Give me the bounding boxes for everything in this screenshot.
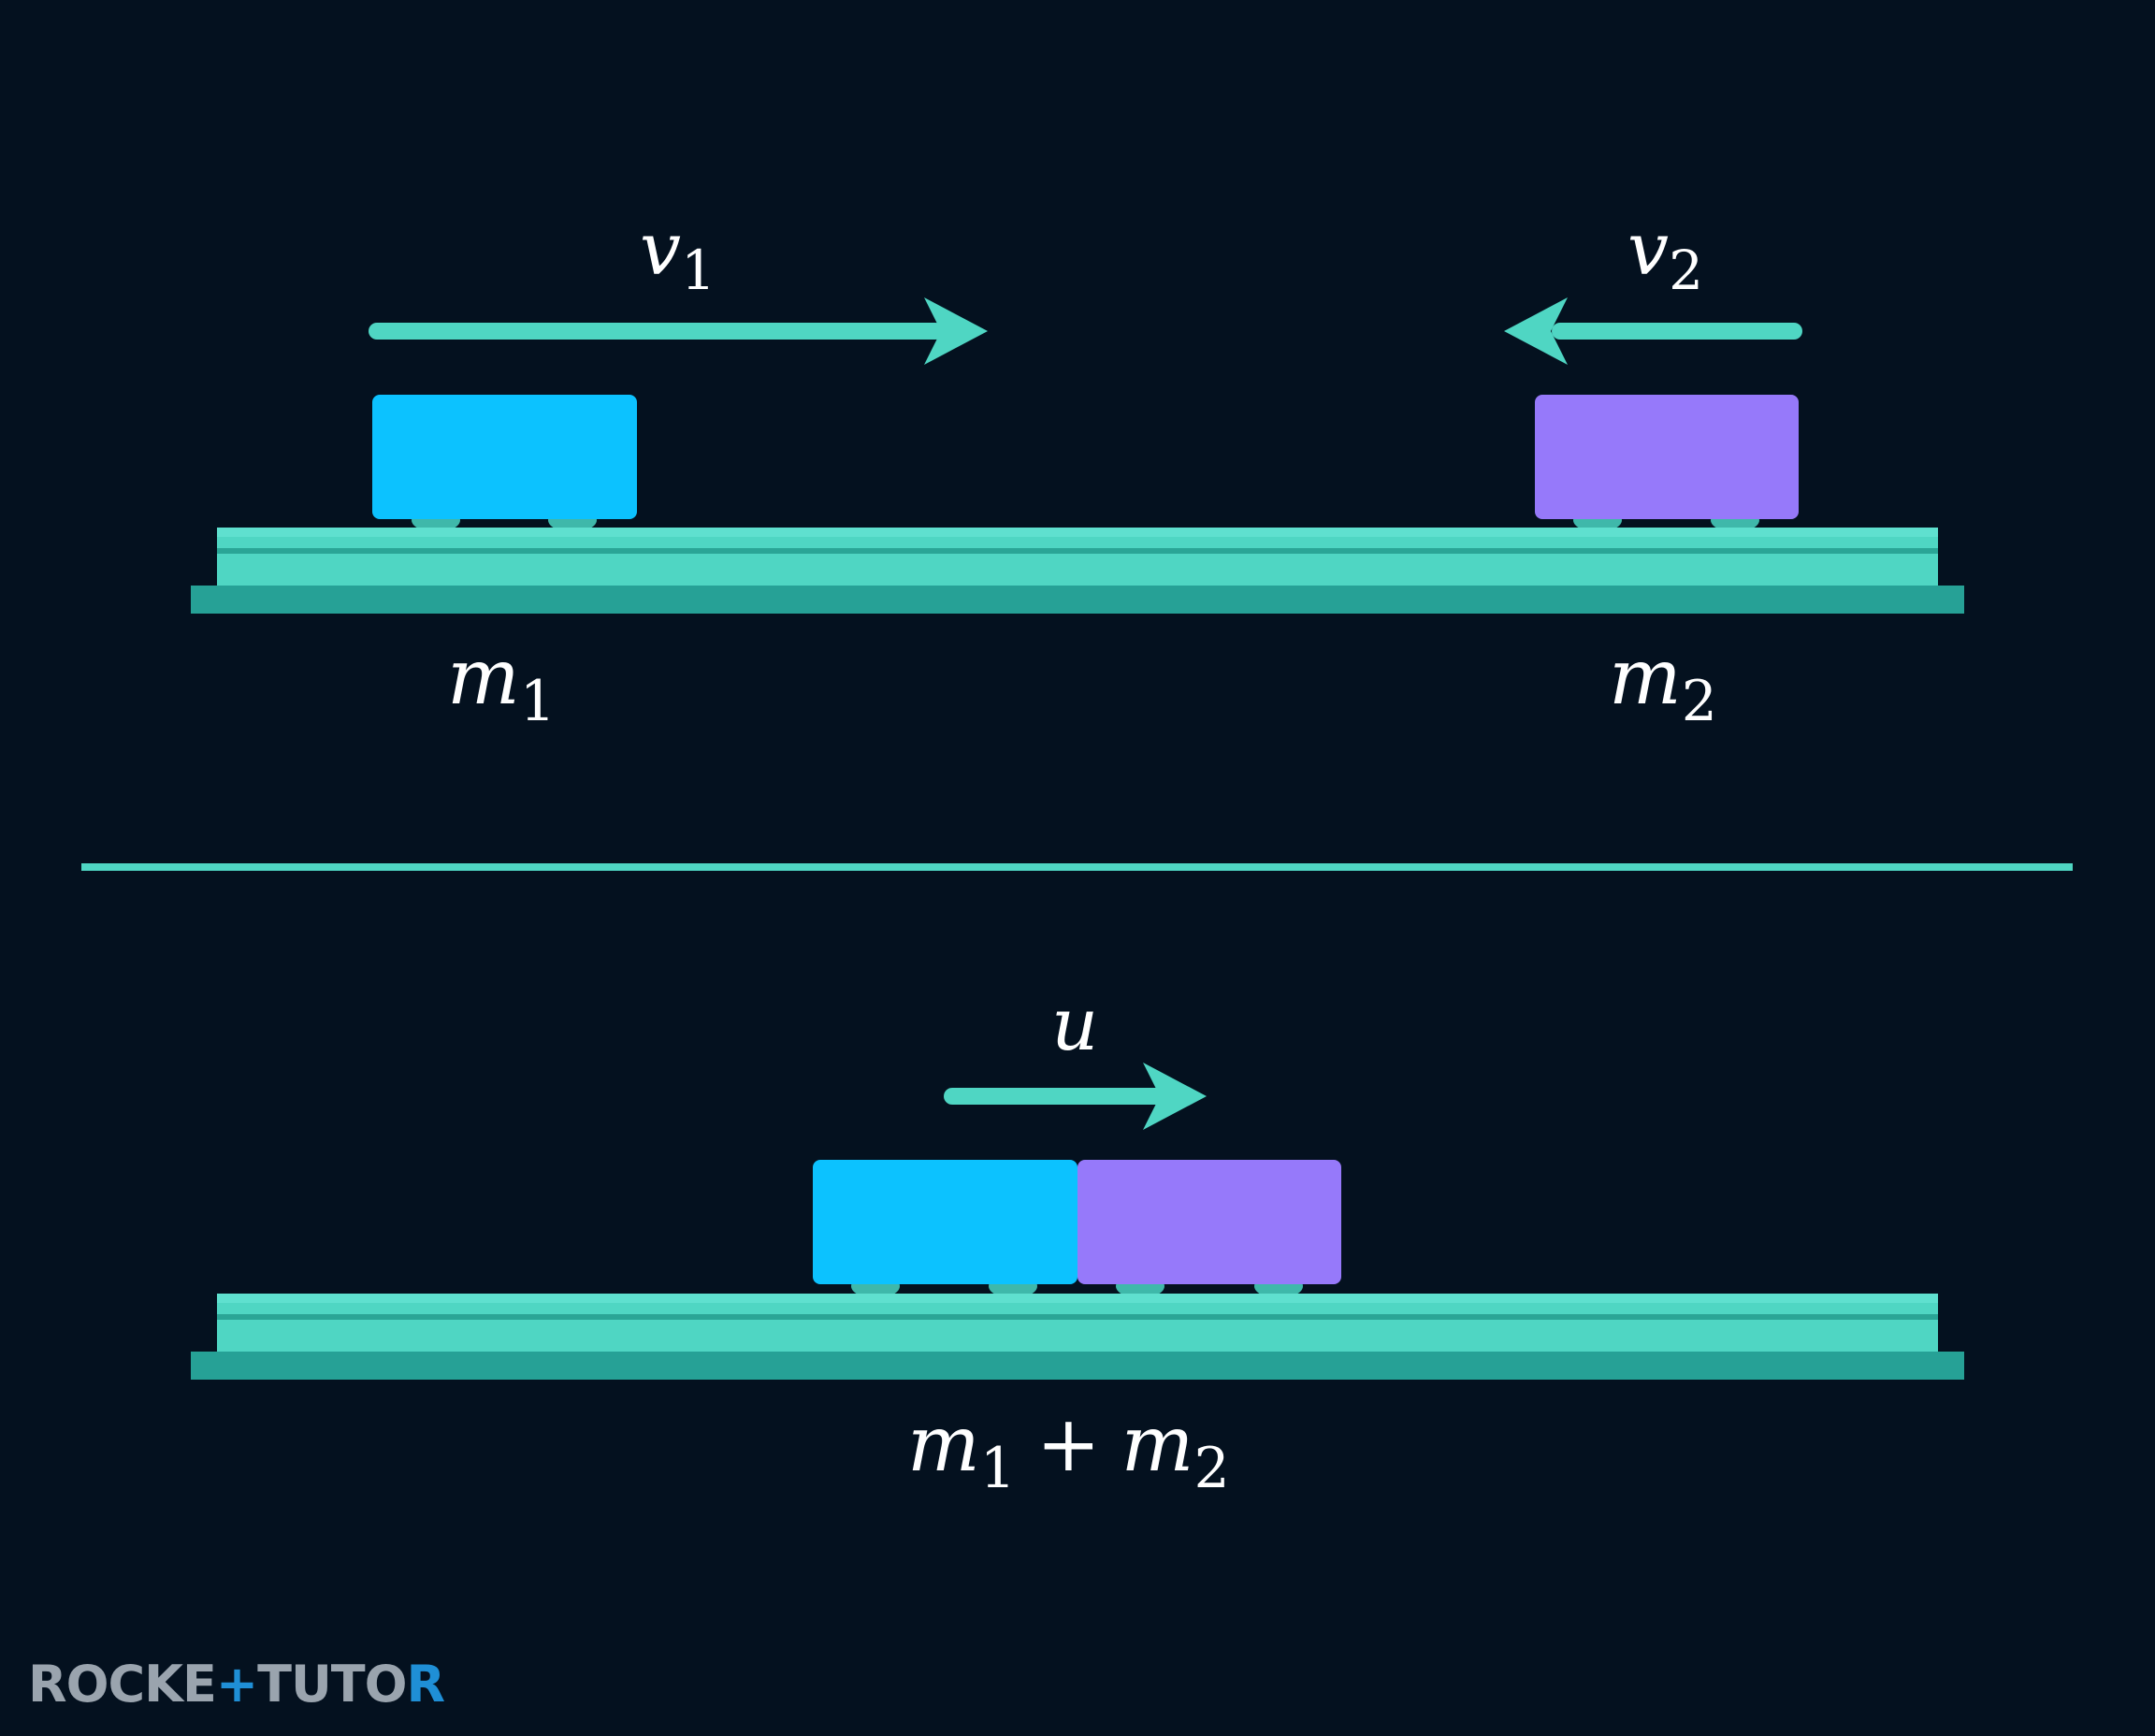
block-m2 <box>1535 395 1799 532</box>
label-m1: m1 <box>447 633 556 734</box>
label-u: u <box>1051 983 1098 1067</box>
block-m1 <box>372 395 637 532</box>
label-v1: v1 <box>640 208 716 302</box>
track-top <box>191 528 1964 614</box>
velocity-arrow-u <box>944 1063 1207 1130</box>
label-v2: v2 <box>1627 208 1703 302</box>
velocity-arrow-v1 <box>369 297 988 365</box>
combined-block-m1 <box>813 1160 1078 1298</box>
label-combined-mass: m1+m2 <box>907 1400 1230 1501</box>
brand-logo: ROCKE+TUTOR <box>28 1655 445 1714</box>
velocity-arrow-v2 <box>1504 297 1802 365</box>
label-m2: m2 <box>1609 633 1717 734</box>
combined-block-m2 <box>1078 1160 1341 1298</box>
track-bottom <box>191 1294 1964 1380</box>
